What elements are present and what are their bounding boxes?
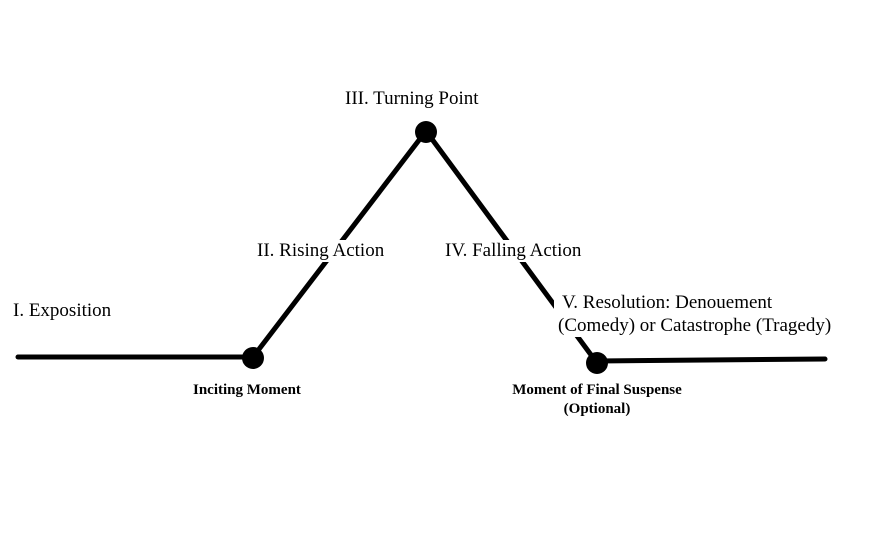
final-suspense-label-line2: (Optional)	[563, 401, 631, 417]
final-suspense-label: Moment of Final Suspense (Optional)	[495, 381, 699, 419]
final-suspense-dot	[586, 352, 608, 374]
inciting-moment-label: Inciting Moment	[193, 382, 301, 398]
rising-action-label: II. Rising Action	[253, 240, 389, 262]
resolution-label: V. Resolution: Denouement (Comedy) or Ca…	[554, 291, 836, 337]
resolution-label-line2: (Comedy) or Catastrophe (Tragedy)	[558, 315, 832, 336]
final-suspense-label-line1: Moment of Final Suspense	[512, 382, 682, 398]
exposition-label: I. Exposition	[13, 300, 112, 321]
falling-action-label: IV. Falling Action	[441, 240, 586, 262]
resolution-line	[594, 356, 828, 364]
inciting-moment-dot	[242, 347, 264, 369]
turning-point-dot	[415, 121, 437, 143]
resolution-label-line1: V. Resolution: Denouement	[562, 292, 773, 313]
turning-point-label: III. Turning Point	[345, 88, 479, 109]
